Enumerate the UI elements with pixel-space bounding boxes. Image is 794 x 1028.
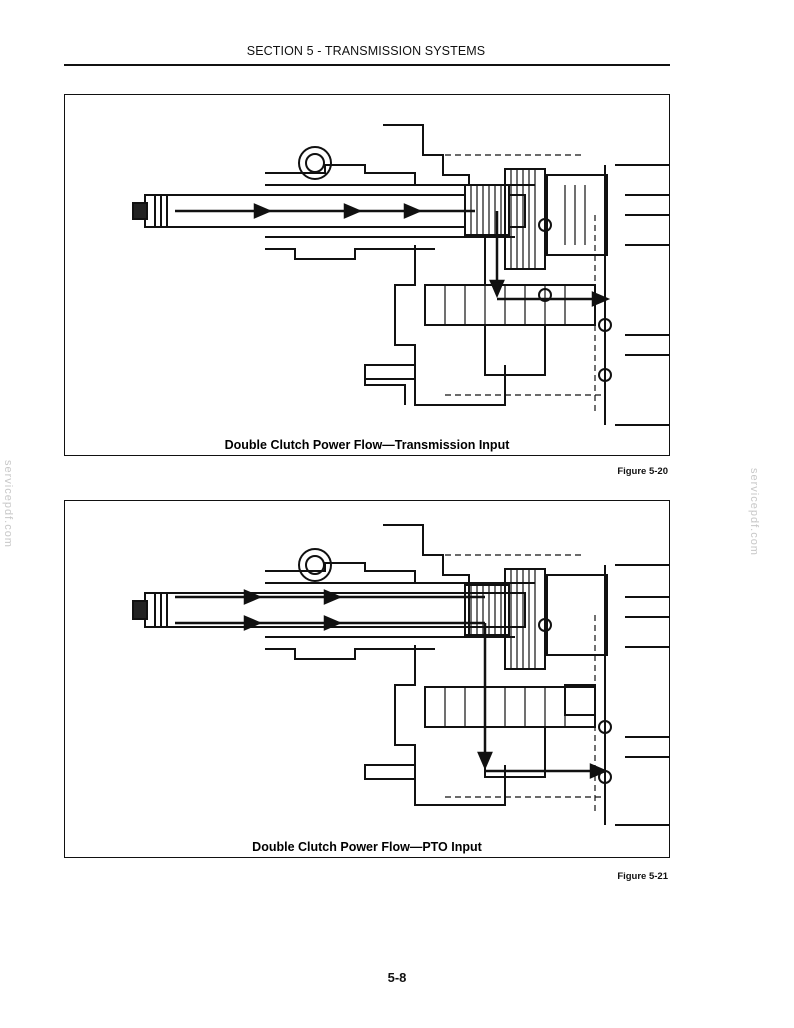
header-rule — [64, 64, 670, 66]
transmission-input-diagram: Double Clutch Power Flow—Transmission In… — [132, 124, 669, 452]
figure-caption: Double Clutch Power Flow—PTO Input — [252, 840, 482, 854]
section-header: SECTION 5 - TRANSMISSION SYSTEMS — [246, 44, 486, 58]
pto-input-diagram: Double Clutch Power Flow—PTO Input — [132, 524, 669, 854]
watermark: servicepdf.com — [2, 460, 14, 548]
figure-transmission-input: Double Clutch Power Flow—Transmission In… — [64, 94, 670, 456]
figure-number: Figure 5-20 — [617, 466, 668, 477]
figure-pto-input: Double Clutch Power Flow—PTO Input — [64, 500, 670, 858]
figure-caption: Double Clutch Power Flow—Transmission In… — [225, 438, 511, 452]
figure-number: Figure 5-21 — [617, 871, 668, 882]
page-number: 5-8 — [387, 970, 407, 985]
watermark: servicepdf.com — [748, 468, 760, 556]
